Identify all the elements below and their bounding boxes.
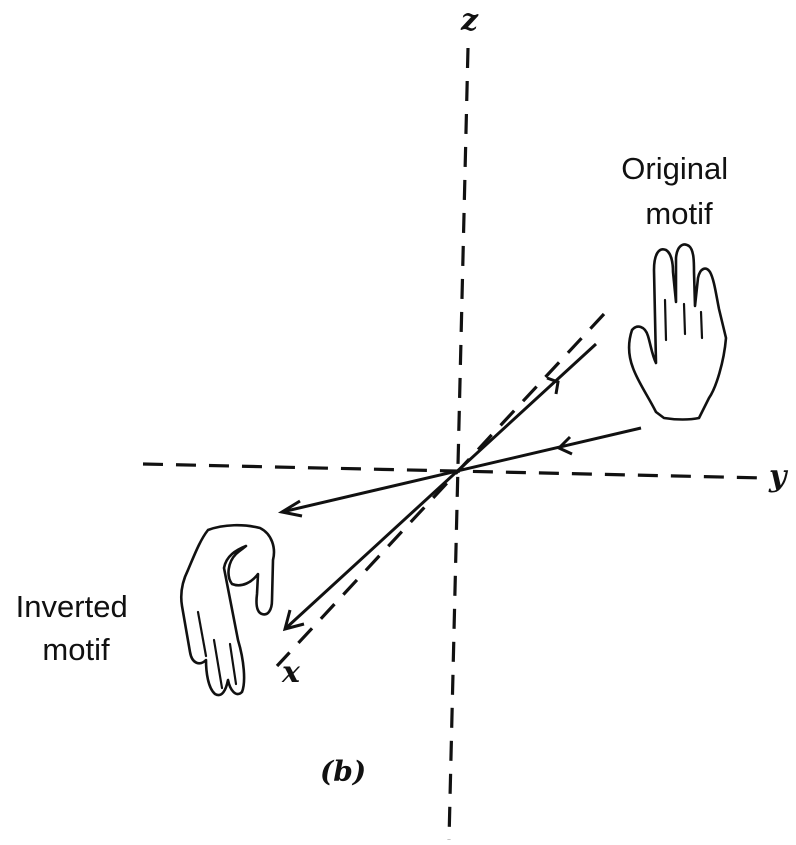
ray-lower [281, 426, 642, 514]
inverted-motif-label-line1: Inverted [16, 589, 128, 624]
panel-label: (b) [320, 755, 366, 788]
original-motif-hand-icon [627, 243, 728, 421]
original-motif-label: Original motif [621, 151, 736, 231]
ray-upper-end-arrow [282, 609, 305, 632]
original-motif-label-line2: motif [645, 196, 713, 231]
inverted-motif-label: Inverted motif [16, 589, 137, 667]
ray-lower-mid-arrow [556, 435, 573, 456]
y-axis-label: y [768, 459, 789, 494]
ray-upper-mid-arrow [546, 376, 560, 395]
z-axis [447, 47, 470, 841]
inverted-motif-label-line2: motif [42, 632, 110, 667]
original-motif-label-line1: Original [621, 151, 728, 186]
z-axis-label: z [460, 3, 479, 38]
x-axis [275, 312, 606, 668]
x-axis-label: x [281, 655, 301, 690]
ray-upper [283, 342, 598, 631]
ray-lower-end-arrow [277, 499, 303, 518]
inverted-motif-hand-icon [179, 523, 276, 697]
inversion-rays [277, 342, 642, 632]
